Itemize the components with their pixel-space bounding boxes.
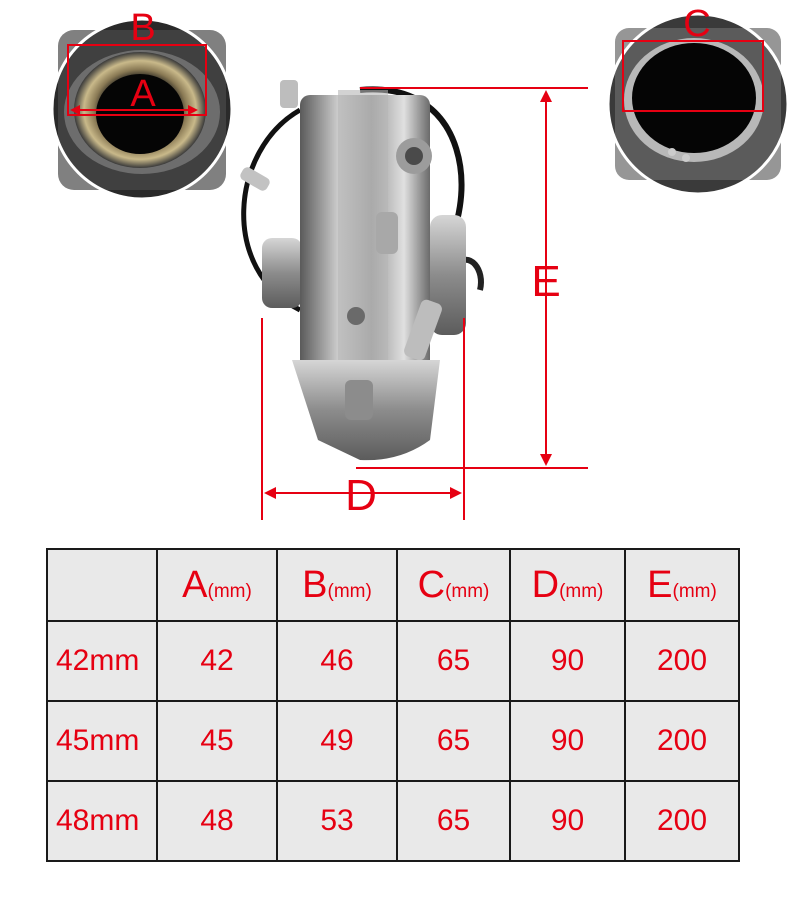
header-letter-d: D	[531, 563, 560, 606]
header-unit-c: (mm)	[445, 580, 490, 602]
header-cell-a: A(mm)	[156, 548, 278, 622]
cell-b: 49	[276, 700, 398, 782]
table-row: 42mm 42 46 65 90 200	[46, 620, 740, 702]
header-cell-b: B(mm)	[276, 548, 398, 622]
cell-a: 45	[156, 700, 278, 782]
cell-b: 46	[276, 620, 398, 702]
cell-e: 200	[624, 620, 740, 702]
header-unit-d: (mm)	[559, 580, 604, 602]
header-cell-d: D(mm)	[509, 548, 626, 622]
row-label: 45mm	[46, 700, 158, 782]
header-unit-a: (mm)	[207, 580, 252, 602]
cell-c: 65	[396, 780, 511, 862]
intake-inset	[50, 17, 234, 201]
header-letter-a: A	[182, 563, 208, 606]
header-cell-e: E(mm)	[624, 548, 740, 622]
header-letter-c: C	[417, 563, 446, 606]
outlet-bore	[632, 43, 756, 153]
table-corner-cell	[46, 548, 158, 622]
header-letter-b: B	[302, 563, 328, 606]
dimension-b-box	[67, 44, 207, 116]
label-e: E	[531, 257, 560, 306]
cell-c: 65	[396, 620, 511, 702]
cell-e: 200	[624, 780, 740, 862]
header-unit-b: (mm)	[327, 580, 372, 602]
cell-c: 65	[396, 700, 511, 782]
cell-d: 90	[509, 620, 626, 702]
dimension-lines	[261, 87, 588, 520]
carburetor-dimension-diagram: B A C D E	[50, 3, 790, 520]
table-header-row: A(mm) B(mm) C(mm) D(mm) E(mm)	[46, 548, 740, 622]
cell-b: 53	[276, 780, 398, 862]
table-row: 48mm 48 53 65 90 200	[46, 780, 740, 862]
outlet-inset	[606, 12, 790, 196]
label-c: C	[683, 3, 710, 45]
label-d: D	[345, 471, 377, 520]
table-row: 45mm 45 49 65 90 200	[46, 700, 740, 782]
label-b: B	[130, 7, 155, 49]
dimension-spec-table: A(mm) B(mm) C(mm) D(mm) E(mm) 42mm 42 46…	[46, 548, 740, 862]
cell-d: 90	[509, 780, 626, 862]
header-letter-e: E	[647, 563, 673, 606]
cell-e: 200	[624, 700, 740, 782]
cell-a: 48	[156, 780, 278, 862]
header-cell-c: C(mm)	[396, 548, 511, 622]
cell-a: 42	[156, 620, 278, 702]
dimension-c-box	[622, 40, 764, 112]
label-a: A	[130, 73, 156, 115]
carburetor-photo	[240, 80, 484, 461]
row-label: 42mm	[46, 620, 158, 702]
header-unit-e: (mm)	[672, 580, 717, 602]
cell-d: 90	[509, 700, 626, 782]
row-label: 48mm	[46, 780, 158, 862]
